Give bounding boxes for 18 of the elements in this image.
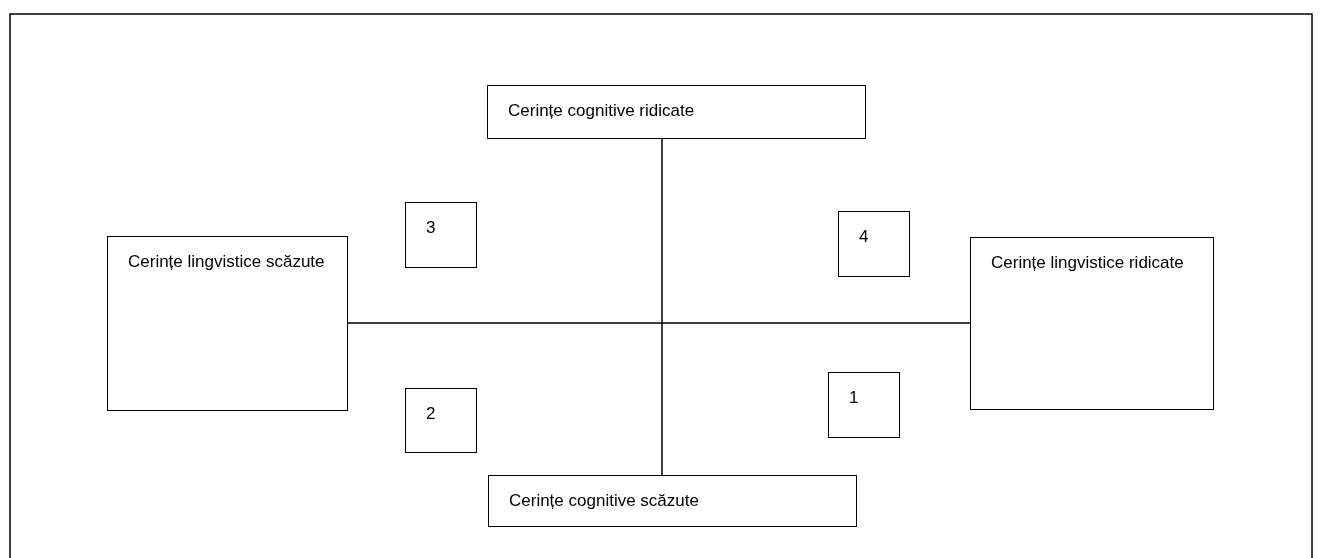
axis-label: Cerințe cognitive scăzute	[509, 490, 699, 512]
quadrant-number: 1	[849, 387, 859, 409]
label-box	[107, 236, 348, 411]
label-box	[487, 85, 866, 139]
label-box	[488, 475, 857, 527]
quadrant-number-box	[405, 388, 477, 453]
quadrant-number: 3	[426, 217, 436, 239]
quadrant-number: 2	[426, 403, 436, 425]
quadrant-number: 4	[859, 226, 869, 248]
label-box	[970, 237, 1214, 410]
axis-line	[661, 138, 663, 476]
quadrant-number-box	[838, 211, 910, 277]
axis-label: Cerințe lingvistice ridicate	[991, 252, 1184, 274]
axis-label: Cerințe cognitive ridicate	[508, 100, 695, 122]
axis-line	[347, 322, 971, 324]
quadrant-number-box	[828, 372, 900, 438]
axis-label: Cerințe lingvistice scăzute	[128, 251, 325, 273]
quadrant-number-box	[405, 202, 477, 268]
